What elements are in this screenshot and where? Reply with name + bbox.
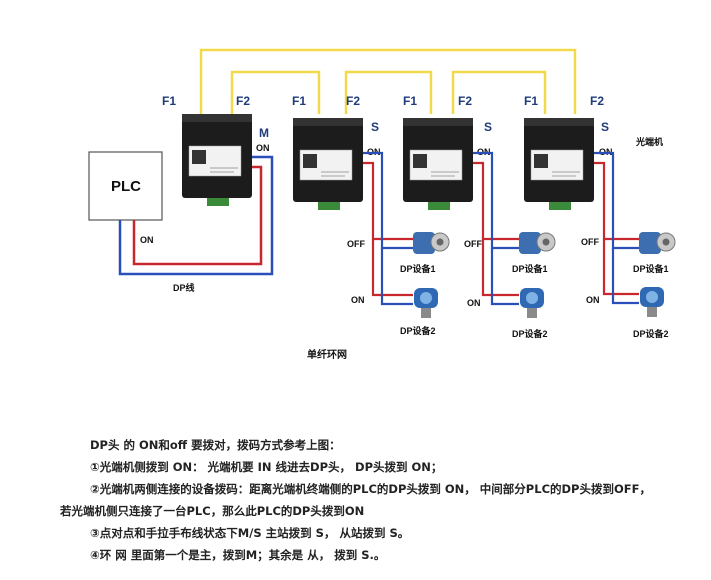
- dp-device-2-label-0: DP设备2: [400, 325, 436, 336]
- ring-network-diagram: PLC ON DP线 F1 F2 M ON F1 F2 S ON: [88, 48, 676, 361]
- dp-device-1-label-1: DP设备1: [512, 263, 548, 274]
- qr-code-icon: [534, 154, 548, 168]
- plc-label: PLC: [111, 178, 141, 195]
- qr-code-icon: [303, 154, 317, 168]
- f1-label-0: F1: [162, 94, 176, 108]
- dp-cables-group-0: [363, 151, 413, 306]
- switch-off-2: OFF: [581, 237, 599, 247]
- qr-code-icon: [192, 150, 206, 164]
- encoder-device-icon: [519, 232, 556, 254]
- dp-device-1-label-0: DP设备1: [400, 263, 436, 274]
- mode-label-2: S: [484, 120, 492, 134]
- dp-device-2-label-1: DP设备2: [512, 328, 548, 339]
- fiber-link-2: [344, 70, 433, 114]
- f1-label-3: F1: [524, 94, 538, 108]
- fiber-outer: [199, 48, 577, 114]
- f2-label-3: F2: [590, 94, 604, 108]
- switch-off-1: OFF: [464, 239, 482, 249]
- switch-on-2: ON: [586, 295, 600, 305]
- converter-foot: [428, 202, 450, 210]
- converter-lid: [182, 114, 252, 122]
- dp-device-1-label-2: DP设备1: [633, 263, 669, 274]
- dp-cables-group-1: [473, 151, 519, 306]
- f1-label-2: F1: [403, 94, 417, 108]
- switch-on-0: ON: [351, 295, 365, 305]
- switch-label-0: ON: [256, 143, 270, 153]
- dp-cables-group-2: [594, 151, 639, 305]
- instruction-2: ②光端机两侧连接的设备拨码：距离光端机终端侧的PLC的DP头拨到 ON， 中间部…: [90, 482, 651, 496]
- plc-dp-red: [132, 165, 263, 266]
- switch-off-0: OFF: [347, 239, 365, 249]
- switch-on-1: ON: [467, 298, 481, 308]
- converter-lid: [403, 118, 473, 126]
- instruction-2-cont: 若光端机侧只连接了一台PLC，那么此PLC的DP头拨到ON: [60, 504, 365, 518]
- optical-converter-label: 光端机: [635, 136, 663, 147]
- dp-device-2-label-2: DP设备2: [633, 328, 669, 339]
- plc-switch-label: ON: [140, 235, 154, 245]
- f2-label-0: F2: [236, 94, 250, 108]
- encoder-device-icon: [413, 232, 450, 254]
- f1-label-1: F1: [292, 94, 306, 108]
- mode-label-0: M: [259, 126, 269, 140]
- converter-foot: [549, 202, 571, 210]
- mode-label-3: S: [601, 120, 609, 134]
- converter-foot: [207, 198, 229, 206]
- transmitter-device-icon: [640, 287, 664, 317]
- fiber-ring: [199, 48, 577, 114]
- transmitter-device-icon: [520, 288, 544, 318]
- converter-0: [182, 114, 252, 206]
- dp-cable-label: DP线: [173, 282, 195, 293]
- instructions: DP头 的 ON和off 要拨对，拨码方式参考上图： ①光端机侧拨到 ON： 光…: [60, 434, 696, 566]
- encoder-device-icon: [639, 232, 676, 254]
- converter-foot: [318, 202, 340, 210]
- converter-lid: [524, 118, 594, 126]
- plc-box: [88, 151, 163, 221]
- instruction-1: ①光端机侧拨到 ON： 光端机要 IN 线进去DP头， DP头拨到 ON；: [90, 460, 443, 474]
- fiber-link-3: [451, 70, 547, 114]
- f2-label-1: F2: [346, 94, 360, 108]
- transmitter-device-icon: [414, 288, 438, 318]
- converter-lid: [293, 118, 363, 126]
- fiber-link-1: [230, 70, 321, 114]
- converter-2: [403, 118, 473, 210]
- instruction-3: ③点对点和手拉手布线状态下M/S 主站拨到 S， 从站拨到 S。: [90, 526, 410, 540]
- plc-dp-blue: [118, 155, 274, 276]
- diagram-title: 单纤环网: [307, 348, 347, 361]
- instruction-4: ④环 网 里面第一个是主，拨到M；其余是 从， 拨到 S.。: [90, 548, 386, 562]
- converter-3: [524, 118, 594, 210]
- converter-1: [293, 118, 363, 210]
- mode-label-1: S: [371, 120, 379, 134]
- instruction-intro: DP头 的 ON和off 要拨对，拨码方式参考上图：: [90, 438, 341, 452]
- qr-code-icon: [413, 154, 427, 168]
- f2-label-2: F2: [458, 94, 472, 108]
